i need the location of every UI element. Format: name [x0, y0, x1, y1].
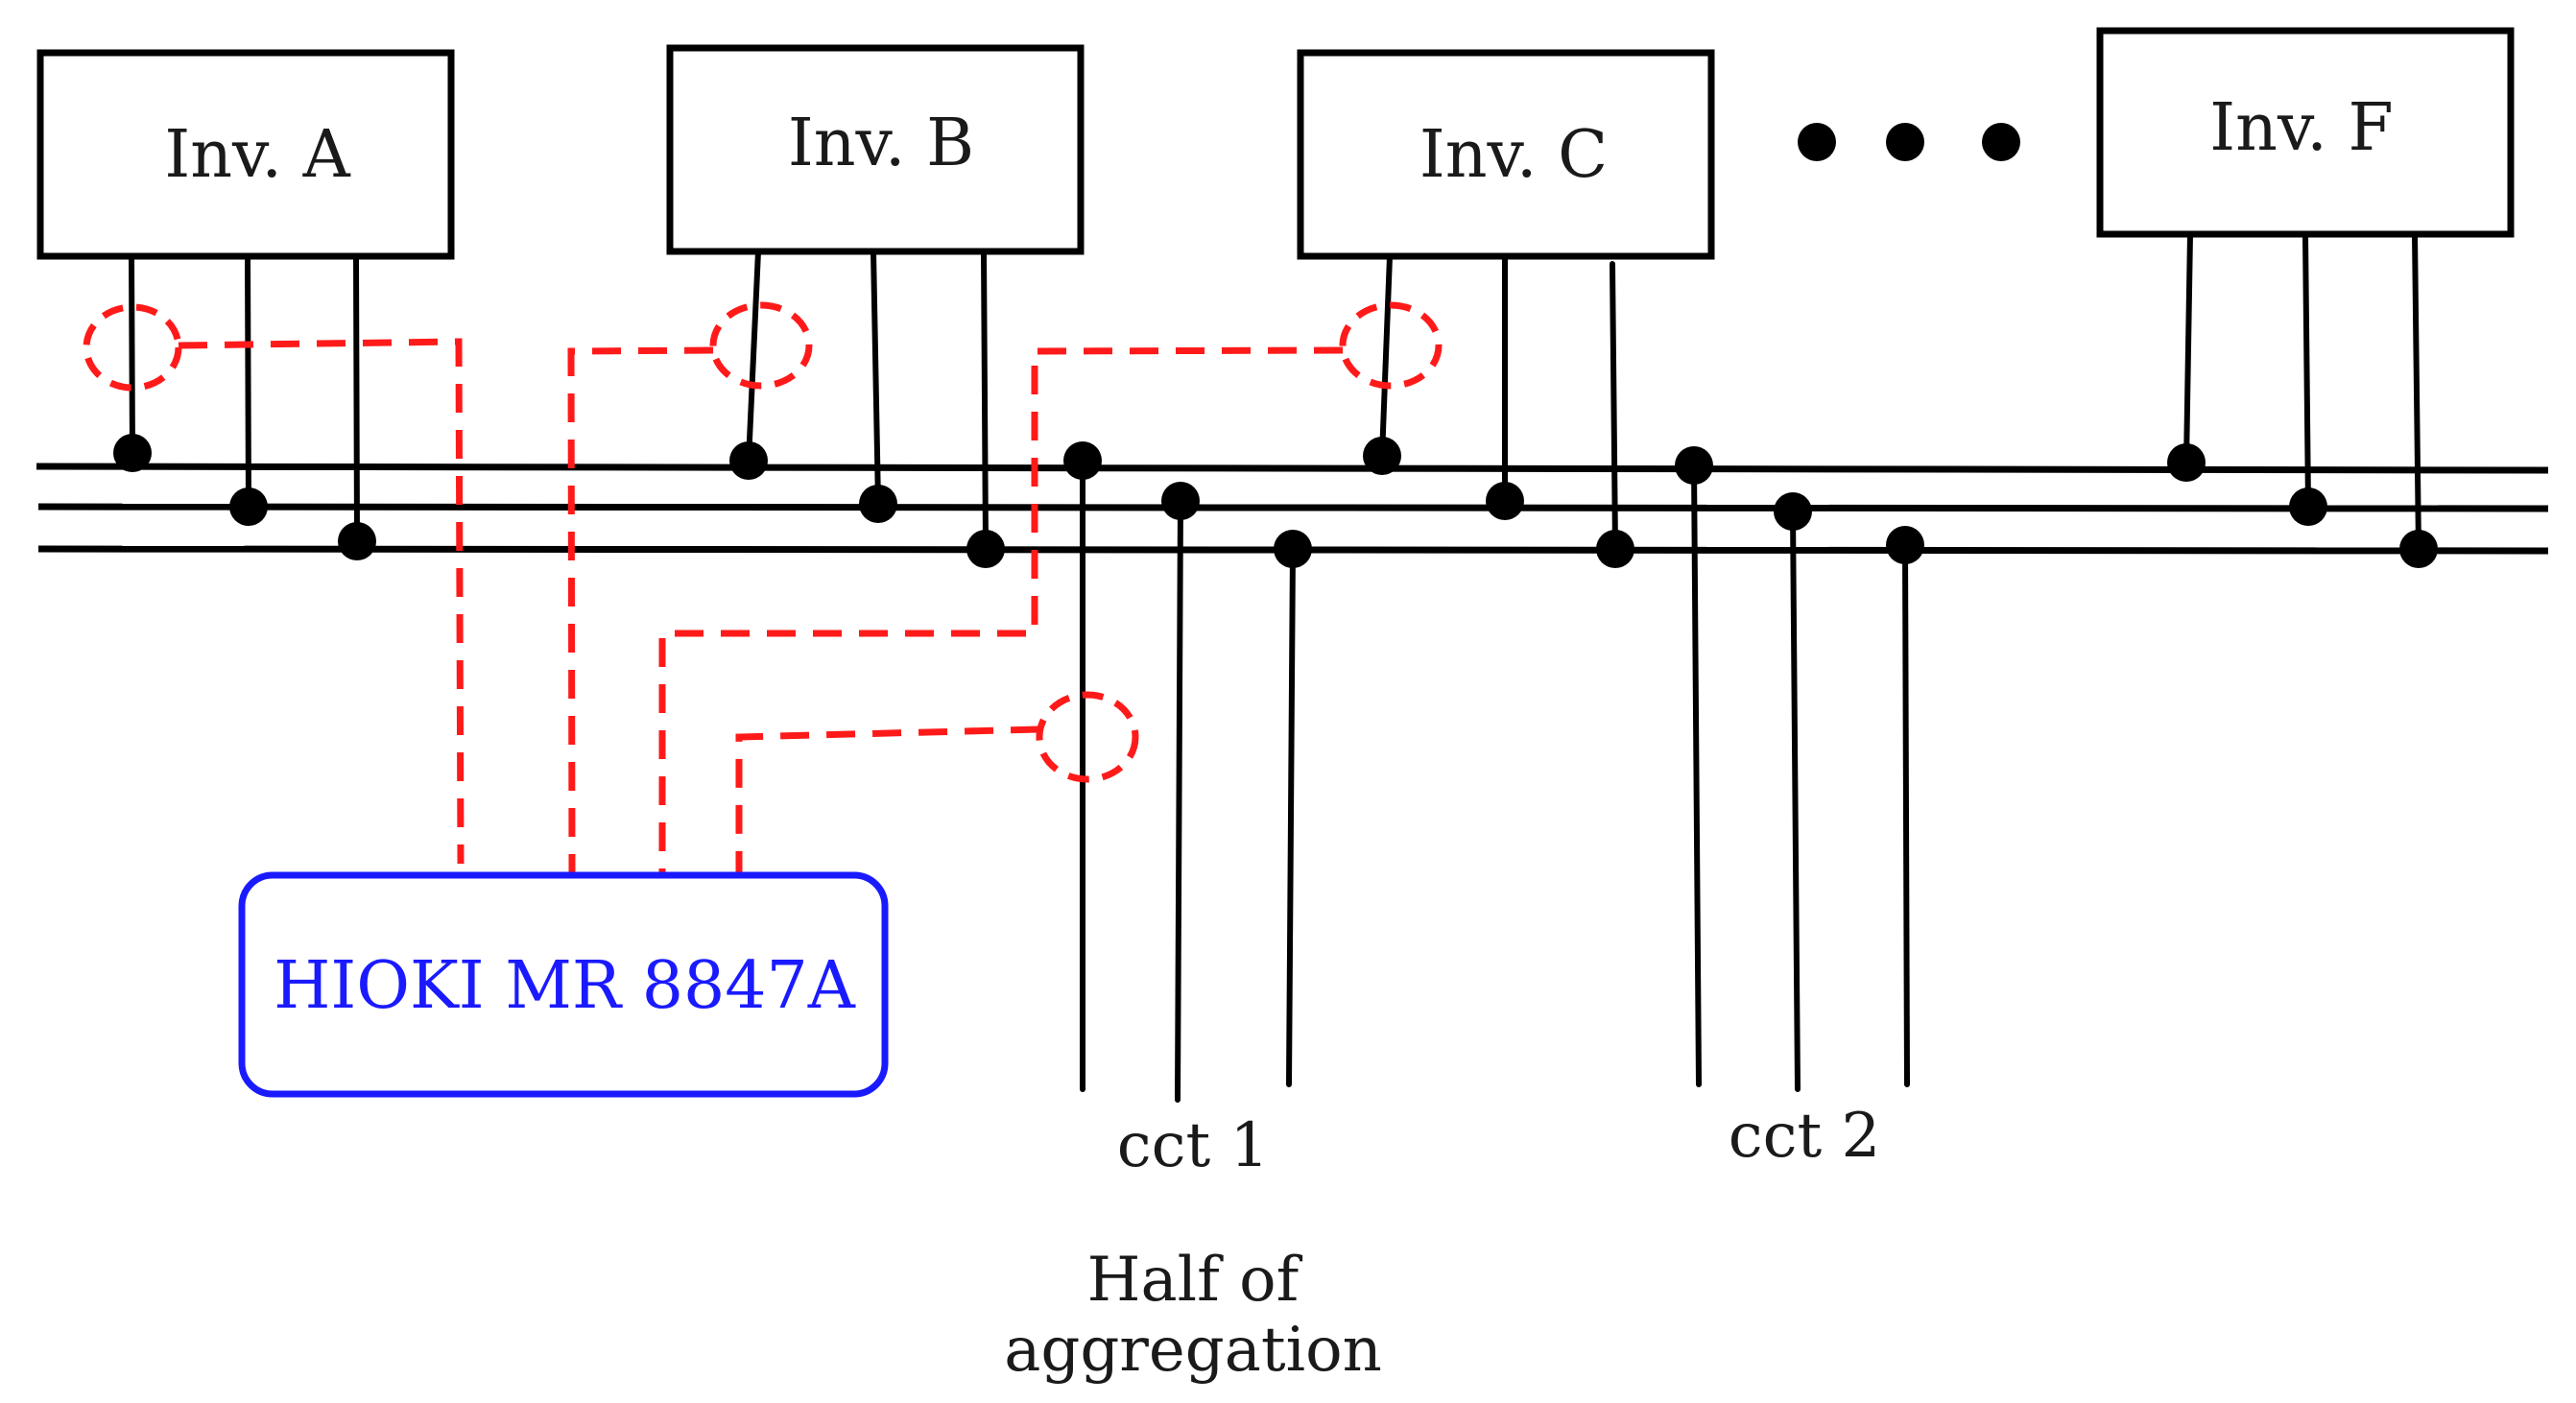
junction-dot [1675, 446, 1713, 485]
inverter-f-label: Inv. F [2209, 90, 2393, 166]
inverter-a-box [36, 49, 455, 260]
probe-rings [83, 301, 1443, 783]
probe-leads [178, 338, 1344, 874]
caption-line-1: Half of [1087, 1245, 1303, 1316]
junction-dot [1596, 530, 1634, 568]
inv-a-wire-3 [353, 253, 360, 544]
inv-a-wire-2 [245, 253, 251, 510]
inv-b-wire-3 [981, 249, 989, 552]
junction-dot [2167, 443, 2206, 482]
junction-dot [1886, 526, 1924, 564]
inv-c-wire-3 [1610, 261, 1618, 552]
junction-dot [1274, 530, 1312, 568]
cct-1-wire-3 [1286, 546, 1296, 1087]
junction-dot [859, 485, 897, 523]
inverter-c: Inv. C [1297, 49, 1715, 260]
ellipsis-dot-1 [1798, 123, 1836, 161]
inv-f-wire-1 [2183, 231, 2193, 465]
probe-lead-inv-a [178, 338, 465, 865]
inverter-b-box [666, 44, 1085, 255]
junction-dot [1161, 482, 1200, 520]
meter: HIOKI MR 8847A [238, 871, 889, 1098]
junction-dot [729, 441, 768, 480]
junction-dot [338, 522, 376, 560]
junction-dot [113, 434, 152, 472]
inverter-f: Inv. F [2096, 27, 2515, 238]
meter-label: HIOKI MR 8847A [274, 948, 856, 1024]
junction-dot [2289, 487, 2327, 526]
cct-2-wire-1 [1691, 463, 1702, 1087]
inverter-c-box [1297, 49, 1715, 260]
bus-phase-1 [36, 463, 2549, 474]
ellipsis-dots [1798, 123, 2020, 161]
inverter-a-label: Inv. A [164, 117, 350, 193]
circuit-wires [1080, 458, 1910, 1103]
probe-lead-inv-c [658, 346, 1344, 873]
probe-ring-inv-b [709, 301, 813, 390]
junction-dot [1774, 492, 1812, 531]
meter-box [238, 871, 889, 1098]
bus-phase-2 [37, 503, 2549, 512]
inverter-a: Inv. A [36, 49, 455, 260]
probe-ring-inv-a [83, 303, 182, 392]
inverter-wires [129, 231, 2421, 552]
junction-dot [1063, 441, 1102, 480]
cct-2-wire-2 [1790, 509, 1801, 1092]
caption-line-2: aggregation [1004, 1315, 1382, 1386]
inv-b-wire-2 [871, 249, 881, 507]
junction-dot [229, 487, 268, 526]
inverter-c-label: Inv. C [1419, 117, 1608, 193]
probe-ring-cct-1 [1036, 691, 1139, 783]
inv-f-wire-3 [2412, 231, 2421, 552]
probe-lead-inv-b [567, 346, 714, 874]
ellipsis-dot-3 [1982, 123, 2020, 161]
inverter-b: Inv. B [666, 44, 1085, 255]
junction-dots [113, 434, 2438, 568]
cct-1-wire-2 [1175, 498, 1183, 1103]
junction-dot [1363, 437, 1401, 475]
junction-dot [1486, 482, 1524, 520]
junction-dot [966, 530, 1005, 568]
ellipsis-dot-2 [1886, 123, 1924, 161]
cct-2-label: cct 2 [1729, 1101, 1880, 1172]
inv-f-wire-2 [2302, 231, 2311, 510]
junction-dot [2399, 530, 2438, 568]
cct-2-wire-3 [1902, 542, 1910, 1087]
cct-1-label: cct 1 [1117, 1110, 1269, 1181]
inv-a-wire-1 [129, 253, 135, 456]
inv-b-wire-1 [746, 249, 761, 464]
inv-c-wire-1 [1379, 253, 1393, 459]
inverter-b-label: Inv. B [788, 106, 974, 181]
probe-lead-cct-1 [735, 725, 1040, 873]
probe-ring-inv-c [1339, 301, 1443, 390]
